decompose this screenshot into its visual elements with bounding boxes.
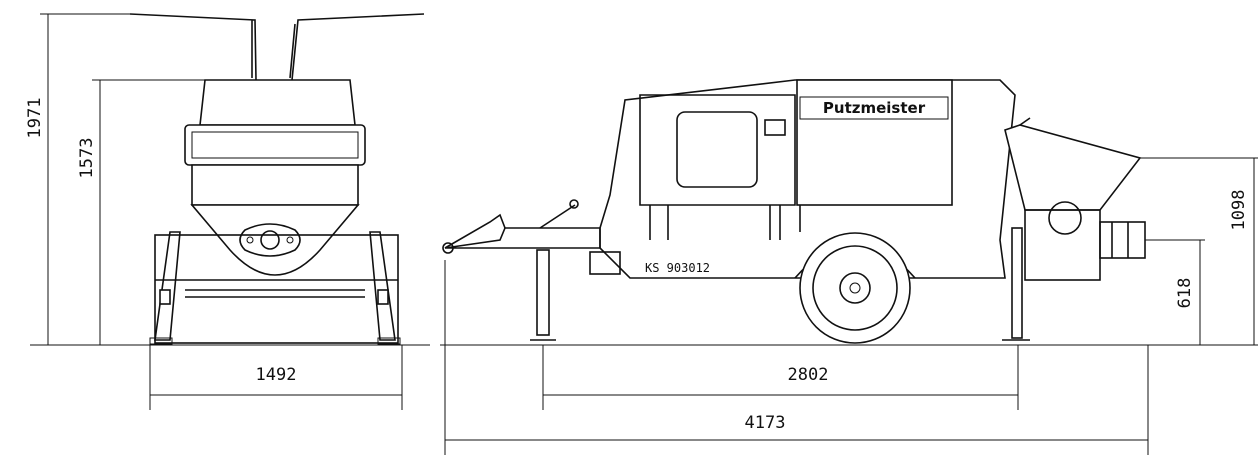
side-hopper — [1004, 124, 1142, 211]
left-handle — [129, 13, 257, 81]
hopper-top — [199, 79, 356, 126]
dim-height-hopper: 1573 — [77, 138, 97, 179]
dim-length: 4173 — [745, 413, 786, 433]
outlet-pipe — [1099, 221, 1146, 259]
hopper-body — [191, 164, 359, 206]
left-support-leg — [154, 231, 181, 341]
dim-width: 1492 — [256, 365, 297, 385]
wheel — [799, 232, 911, 344]
brand-label: Putzmeister — [823, 99, 926, 117]
dim-outlet-height: 1098 — [1229, 190, 1249, 231]
right-handle — [289, 13, 425, 81]
jockey-stand — [536, 249, 550, 336]
side-hopper-cover — [1048, 201, 1082, 235]
hopper-rim-band — [184, 124, 366, 166]
outlet-flange — [239, 223, 301, 257]
dim-axle-height: 618 — [1175, 278, 1195, 309]
tow-bar — [444, 227, 601, 249]
side-view: Putzmeister KS 903012 4173 2802 — [440, 79, 1258, 455]
rear-stand — [1011, 227, 1023, 339]
right-support-leg — [369, 231, 396, 341]
serial-label: KS 903012 — [645, 261, 710, 275]
hopper-funnel — [190, 204, 360, 276]
dim-height-total: 1971 — [25, 98, 45, 139]
brand-panel — [796, 79, 953, 206]
front-frame — [154, 234, 399, 344]
engine-housing — [639, 94, 796, 206]
tow-coupling — [442, 242, 454, 254]
front-view: 1971 1573 1492 — [25, 13, 430, 410]
engine-window — [676, 111, 758, 188]
dim-wheelbase: 2802 — [788, 365, 829, 385]
